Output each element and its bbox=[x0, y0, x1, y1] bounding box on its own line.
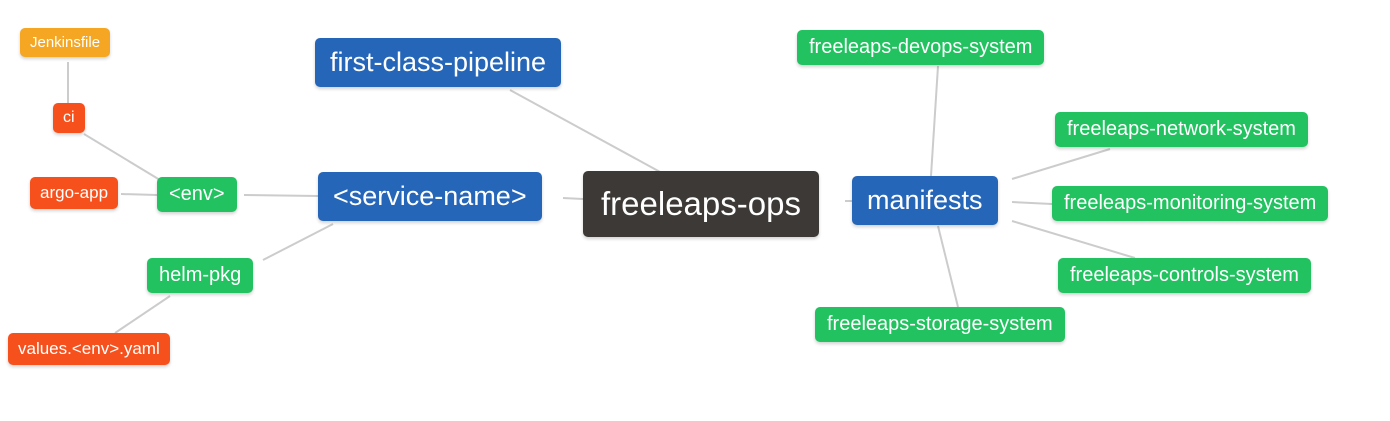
node-ci[interactable]: ci bbox=[53, 103, 85, 134]
edge-helmpkg-valuesyaml bbox=[114, 295, 171, 334]
edge-servicename-helmpkg bbox=[262, 223, 334, 261]
node-network-system[interactable]: freeleaps-network-system bbox=[1055, 112, 1308, 147]
node-values-env-yaml-label: values.<env>.yaml bbox=[18, 339, 160, 358]
node-freeleaps-ops-root[interactable]: freeleaps-ops bbox=[583, 171, 819, 237]
edge-manifests-devops bbox=[930, 65, 939, 177]
edge-firstclasspipeline-root bbox=[509, 89, 663, 174]
node-controls-system-label: freeleaps-controls-system bbox=[1070, 264, 1299, 286]
node-values-env-yaml[interactable]: values.<env>.yaml bbox=[8, 333, 170, 365]
node-freeleaps-ops-label: freeleaps-ops bbox=[601, 185, 801, 222]
node-devops-system[interactable]: freeleaps-devops-system bbox=[797, 30, 1045, 65]
node-monitoring-system[interactable]: freeleaps-monitoring-system bbox=[1052, 186, 1329, 221]
edge-manifests-monitoring bbox=[1011, 201, 1053, 205]
node-ci-label: ci bbox=[63, 109, 75, 126]
node-monitoring-system-label: freeleaps-monitoring-system bbox=[1064, 192, 1317, 214]
node-service-name[interactable]: <service-name> bbox=[318, 172, 542, 222]
node-manifests-label: manifests bbox=[867, 185, 983, 215]
node-first-class-pipeline[interactable]: first-class-pipeline bbox=[315, 38, 562, 88]
node-jenkinsfile-label: Jenkinsfile bbox=[30, 34, 101, 51]
node-helm-pkg[interactable]: helm-pkg bbox=[147, 258, 254, 293]
node-argo-app-label: argo-app bbox=[40, 183, 109, 202]
edge-servicename-root bbox=[562, 197, 584, 200]
node-service-name-label: <service-name> bbox=[333, 181, 527, 211]
node-devops-system-label: freeleaps-devops-system bbox=[809, 36, 1033, 58]
edge-manifests-network bbox=[1011, 148, 1111, 180]
node-argo-app[interactable]: argo-app bbox=[30, 177, 119, 209]
node-network-system-label: freeleaps-network-system bbox=[1067, 118, 1296, 140]
node-first-class-pipeline-label: first-class-pipeline bbox=[330, 47, 547, 77]
edge-manifests-controls bbox=[1011, 220, 1136, 259]
node-helm-pkg-label: helm-pkg bbox=[159, 264, 242, 286]
edge-env-servicename bbox=[243, 194, 319, 197]
edge-argoapp-env bbox=[120, 193, 158, 196]
node-storage-system[interactable]: freeleaps-storage-system bbox=[815, 307, 1065, 342]
edge-ci-env bbox=[83, 133, 161, 181]
node-storage-system-label: freeleaps-storage-system bbox=[827, 313, 1053, 335]
node-env-label: <env> bbox=[169, 183, 225, 205]
node-controls-system[interactable]: freeleaps-controls-system bbox=[1058, 258, 1311, 293]
node-env[interactable]: <env> bbox=[157, 177, 237, 212]
node-jenkinsfile[interactable]: Jenkinsfile bbox=[20, 28, 111, 58]
node-manifests[interactable]: manifests bbox=[852, 176, 998, 226]
edge-manifests-storage bbox=[937, 225, 959, 308]
